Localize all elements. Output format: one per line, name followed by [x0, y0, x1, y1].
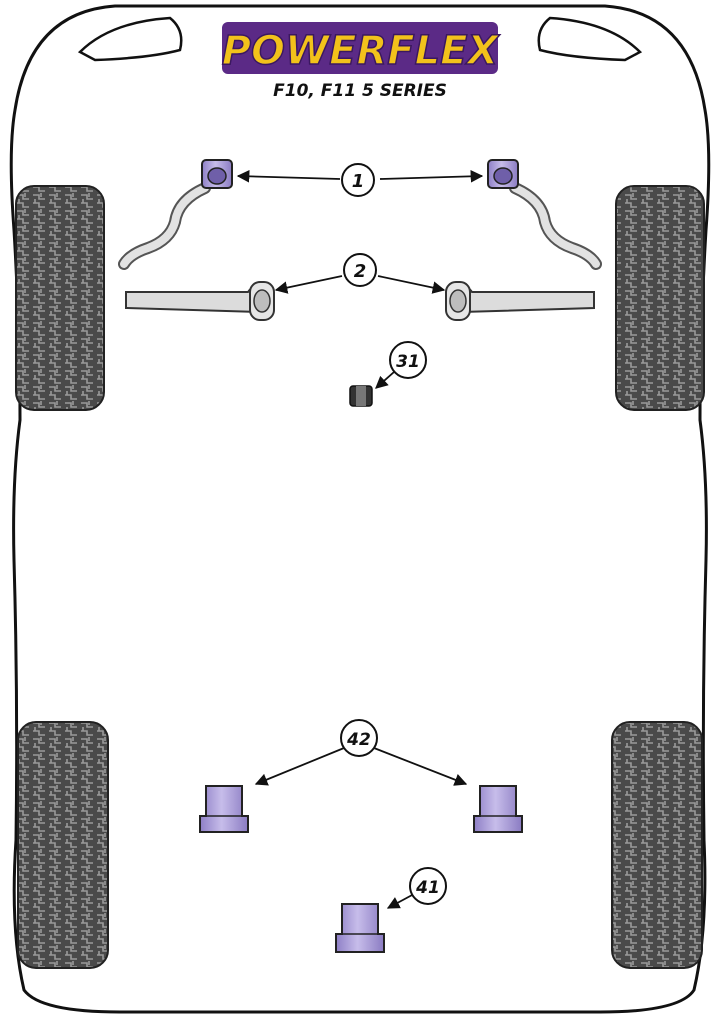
- bush-31: [349, 385, 373, 407]
- arrow-2-right: [377, 275, 446, 294]
- left-headlight: [77, 16, 183, 62]
- arrow-1-left: [236, 170, 341, 183]
- bush-42-right: [473, 785, 523, 833]
- bush-1-left: [201, 159, 233, 189]
- callout-31-label: 31: [396, 352, 420, 372]
- powerflex-logo: POWERFLEX: [221, 22, 501, 75]
- right-headlight: [537, 16, 643, 62]
- arrow-1-right: [379, 170, 484, 183]
- brand-logo-text: POWERFLEX: [222, 28, 501, 74]
- callout-42: 42: [340, 719, 378, 757]
- callout-arrows: [236, 170, 484, 909]
- tyre-rear-left: [17, 721, 109, 969]
- callout-2-label: 2: [354, 261, 367, 282]
- front-anti-roll-bar: [118, 182, 602, 270]
- bush-2-left: [249, 281, 275, 321]
- callout-31: 31: [389, 341, 427, 379]
- bush-41: [335, 903, 385, 953]
- arrow-2-left: [274, 275, 343, 294]
- arrow-42-right: [373, 747, 468, 786]
- tyre-rear-right: [611, 721, 703, 969]
- callout-42-label: 42: [346, 730, 371, 750]
- tyre-front-left: [15, 185, 105, 411]
- bush-42-left: [199, 785, 249, 833]
- callout-41-label: 41: [415, 878, 440, 898]
- logo-background: [222, 22, 498, 74]
- callout-2: 2: [343, 253, 377, 287]
- arrow-42-left: [254, 747, 345, 786]
- bush-1-right: [487, 159, 519, 189]
- model-title: F10, F11 5 SERIES: [273, 81, 447, 101]
- callout-1-label: 1: [352, 171, 365, 192]
- arrow-41: [386, 893, 415, 909]
- bush-2-right: [445, 281, 471, 321]
- callout-1: 1: [341, 163, 375, 197]
- tyre-front-right: [615, 185, 705, 411]
- car-body-outline: [9, 4, 711, 1014]
- callout-41: 41: [409, 867, 447, 905]
- arrow-31: [375, 371, 395, 389]
